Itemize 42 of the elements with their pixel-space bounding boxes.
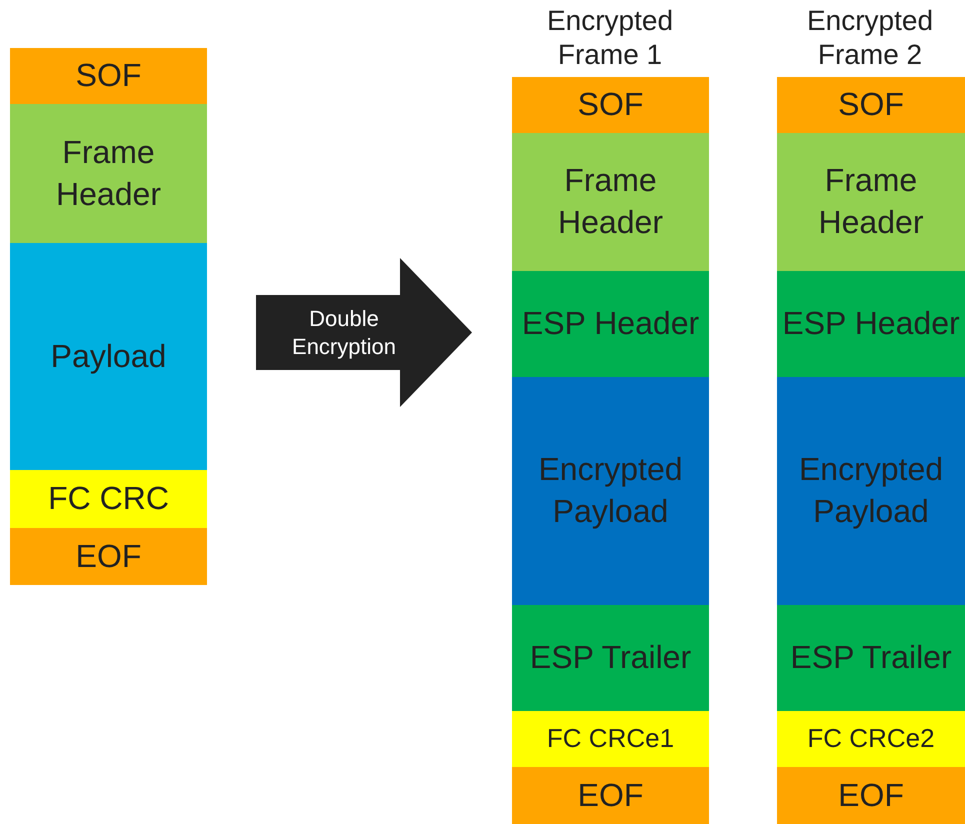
field-label: Encrypted Payload <box>537 450 684 531</box>
eof-field <box>512 767 709 824</box>
field-label: EOF <box>838 776 904 815</box>
block-arrow <box>256 258 472 407</box>
field-label: ESP Trailer <box>530 638 692 678</box>
crc-field <box>10 470 207 528</box>
sof-field <box>512 77 709 133</box>
field-label: ESP Trailer <box>790 638 952 678</box>
field-label: ESP Header <box>522 304 700 344</box>
encrypted-payload-field <box>777 377 965 605</box>
field-label: Frame Header <box>55 132 162 214</box>
field-label: Payload <box>50 336 166 376</box>
encrypted-payload-field <box>512 377 709 605</box>
frame-header-field <box>10 104 207 243</box>
sof-field <box>10 48 207 104</box>
esp-trailer-field <box>777 605 965 711</box>
eof-field <box>10 528 207 585</box>
field-label: Frame Header <box>818 161 924 242</box>
field-label: EOF <box>578 776 644 815</box>
esp-header-field <box>777 271 965 377</box>
frame-header-field <box>512 133 709 271</box>
arrow-label: Double Encryption <box>291 305 397 360</box>
frame-header-field <box>777 133 965 271</box>
payload-field <box>10 243 207 470</box>
field-label: EOF <box>76 536 142 576</box>
frame-title: Encrypted Frame 1 <box>546 4 674 72</box>
crc-field <box>512 711 709 767</box>
frame-title: Encrypted Frame 2 <box>806 4 934 72</box>
field-label: Encrypted Payload <box>798 450 944 531</box>
eof-field <box>777 767 965 824</box>
field-label: ESP Header <box>782 304 960 344</box>
crc-field <box>777 711 965 767</box>
field-label: FC CRCe2 <box>807 722 935 756</box>
esp-header-field <box>512 271 709 377</box>
sof-field <box>777 77 965 133</box>
field-label: Frame Header <box>557 161 664 242</box>
esp-trailer-field <box>512 605 709 711</box>
field-label: FC CRCe1 <box>546 722 674 756</box>
field-label: SOF <box>76 56 142 96</box>
field-label: SOF <box>578 85 644 124</box>
field-label: SOF <box>838 85 904 124</box>
field-label: FC CRC <box>48 479 169 518</box>
